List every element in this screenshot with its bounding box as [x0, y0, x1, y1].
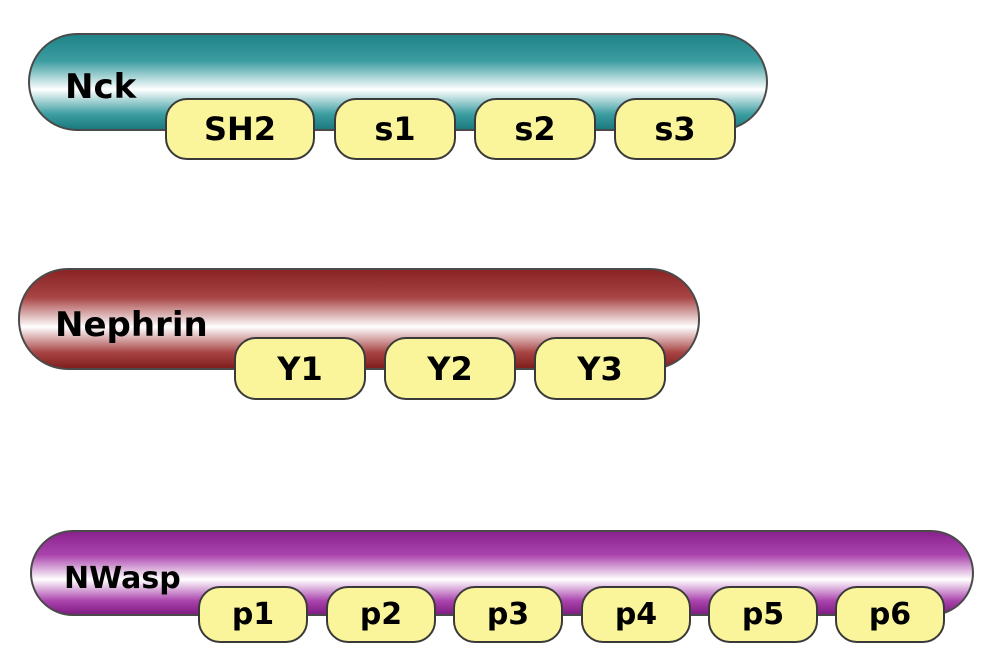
molecule-label-nephrin: Nephrin: [55, 305, 208, 345]
site-p4[interactable]: p4: [581, 586, 691, 643]
site-s3[interactable]: s3: [614, 98, 736, 160]
site-p6[interactable]: p6: [835, 586, 945, 643]
site-p3[interactable]: p3: [453, 586, 563, 643]
site-p5[interactable]: p5: [708, 586, 818, 643]
molecule-label-nck: Nck: [65, 67, 137, 107]
site-p1[interactable]: p1: [198, 586, 308, 643]
molecule-label-nwasp: NWasp: [64, 561, 181, 596]
site-y2[interactable]: Y2: [384, 337, 516, 400]
site-y1[interactable]: Y1: [234, 337, 366, 400]
site-p2[interactable]: p2: [326, 586, 436, 643]
site-s2[interactable]: s2: [474, 98, 596, 160]
site-sh2[interactable]: SH2: [165, 98, 315, 160]
site-y3[interactable]: Y3: [534, 337, 666, 400]
site-s1[interactable]: s1: [334, 98, 456, 160]
